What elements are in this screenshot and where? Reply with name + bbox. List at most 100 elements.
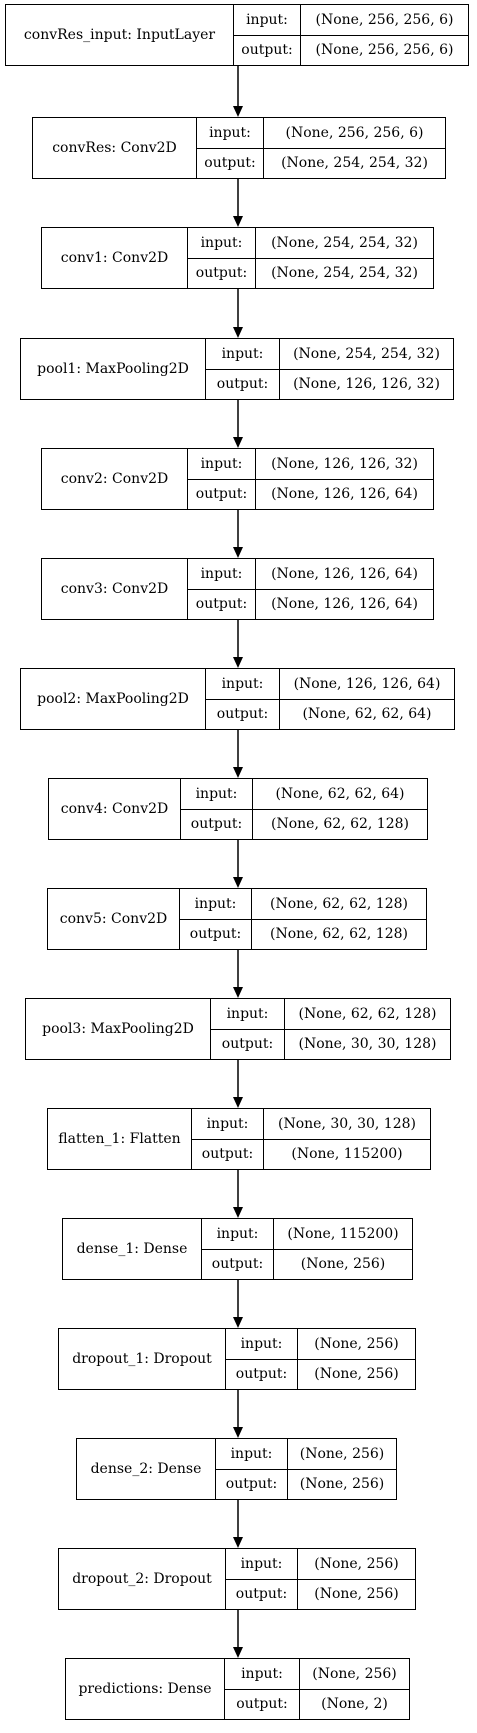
layer-name: flatten_1: Flatten (48, 1109, 192, 1169)
shape-values: (None, 256) (None, 256) (298, 1549, 415, 1609)
layer-name: conv3: Conv2D (42, 559, 188, 619)
shape-values: (None, 256, 256, 6) (None, 254, 254, 32) (264, 118, 445, 178)
output-label: output: (195, 265, 248, 282)
arrow-head-icon (233, 987, 243, 998)
input-label: input: (188, 228, 255, 259)
arrow-head-icon (233, 216, 243, 227)
output-shape: (None, 62, 62, 128) (270, 926, 408, 943)
input-label: input: (206, 669, 279, 700)
arrow-head-icon (233, 767, 243, 778)
output-shape: (None, 254, 254, 32) (281, 155, 428, 172)
io-labels: input:output: (197, 118, 264, 178)
io-labels: input: output: (188, 559, 256, 619)
layer-name: conv4: Conv2D (49, 779, 181, 839)
io-labels: input:output: (226, 1329, 298, 1389)
output-shape: (None, 256) (314, 1586, 399, 1603)
arrow-head-icon (233, 657, 243, 668)
output-label: output: (189, 926, 242, 943)
shape-values: (None, 62, 62, 128) (None, 62, 62, 128) (252, 889, 426, 949)
output-shape: (None, 30, 30, 128) (298, 1036, 437, 1053)
shape-values: (None, 126, 126, 32)(None, 126, 126, 64) (256, 449, 433, 509)
output-shape: (None, 115200) (291, 1146, 403, 1163)
shape-values: (None, 62, 62, 128) (None, 30, 30, 128) (285, 999, 450, 1059)
arrow-head-icon (233, 877, 243, 888)
arrow-head-icon (233, 437, 243, 448)
layer-name: conv5: Conv2D (48, 889, 180, 949)
output-label: output: (195, 596, 248, 613)
shape-values: (None, 256) (None, 256) (298, 1329, 415, 1389)
output-shape: (None, 256) (314, 1366, 399, 1383)
input-label: input: (188, 559, 255, 590)
input-shape: (None, 256) (288, 1439, 396, 1470)
io-labels: input: output: (226, 1549, 298, 1609)
input-shape: (None, 62, 62, 64) (253, 779, 427, 810)
input-shape: (None, 254, 254, 32) (280, 339, 453, 370)
layer-name: pool3: MaxPooling2D (26, 999, 211, 1059)
layer-name: pool1: MaxPooling2D (21, 339, 206, 399)
output-label: output: (221, 1036, 274, 1053)
io-labels: input: output: (225, 1659, 300, 1719)
layer-name: conv1: Conv2D (42, 228, 188, 288)
io-labels: input:output: (206, 669, 280, 729)
output-label: output: (201, 1146, 254, 1163)
input-shape: (None, 254, 254, 32) (256, 228, 433, 259)
arrow-head-icon (233, 1317, 243, 1328)
input-shape: (None, 256) (298, 1329, 415, 1360)
layer-name: conv2: Conv2D (42, 449, 188, 509)
io-labels: input:output: (234, 5, 301, 65)
input-label: input: (211, 999, 284, 1030)
shape-values: (None, 256, 256, 6)(None, 256, 256, 6) (301, 5, 468, 65)
output-shape: (None, 254, 254, 32) (271, 265, 418, 282)
arrow-head-icon (233, 1427, 243, 1438)
input-shape: (None, 256, 256, 6) (301, 5, 468, 36)
shape-values: (None, 126, 126, 64)(None, 126, 126, 64) (256, 559, 433, 619)
shape-values: (None, 254, 254, 32)(None, 126, 126, 32) (280, 339, 453, 399)
shape-values: (None, 254, 254, 32) (None, 254, 254, 32) (256, 228, 433, 288)
output-label: output: (236, 1696, 288, 1713)
shape-values: (None, 115200)(None, 256) (274, 1219, 412, 1279)
input-shape: (None, 62, 62, 128) (285, 999, 450, 1030)
input-label: input: (188, 449, 255, 480)
output-shape: (None, 62, 62, 64) (302, 706, 432, 723)
output-shape: (None, 256) (299, 1476, 385, 1493)
layer-name: dense_2: Dense (77, 1439, 216, 1499)
output-label: output: (225, 1476, 278, 1493)
input-shape: (None, 126, 126, 32) (256, 449, 433, 480)
input-shape: (None, 62, 62, 128) (252, 889, 426, 920)
input-shape: (None, 256, 256, 6) (264, 118, 445, 149)
input-label: input: (226, 1549, 297, 1580)
arrow-head-icon (233, 1207, 243, 1218)
output-label: output: (235, 1586, 288, 1603)
layer-name: predictions: Dense (66, 1659, 225, 1719)
input-shape: (None, 256) (298, 1549, 415, 1580)
input-shape: (None, 256) (300, 1659, 409, 1690)
arrow-head-icon (233, 547, 243, 558)
input-label: input: (225, 1659, 299, 1690)
input-label: input: (180, 889, 251, 920)
input-shape: (None, 30, 30, 128) (264, 1109, 430, 1140)
output-label: output: (235, 1366, 288, 1383)
io-labels: input:output: (202, 1219, 274, 1279)
shape-values: (None, 62, 62, 64)(None, 62, 62, 128) (253, 779, 427, 839)
arrow-head-icon (233, 327, 243, 338)
input-label: input: (197, 118, 263, 149)
input-shape: (None, 126, 126, 64) (280, 669, 454, 700)
layer-name: convRes_input: InputLayer (6, 5, 234, 65)
output-label: output: (241, 42, 293, 59)
input-label: input: (206, 339, 279, 370)
output-shape: (None, 2) (321, 1696, 388, 1713)
layer-name: dropout_1: Dropout (59, 1329, 226, 1389)
